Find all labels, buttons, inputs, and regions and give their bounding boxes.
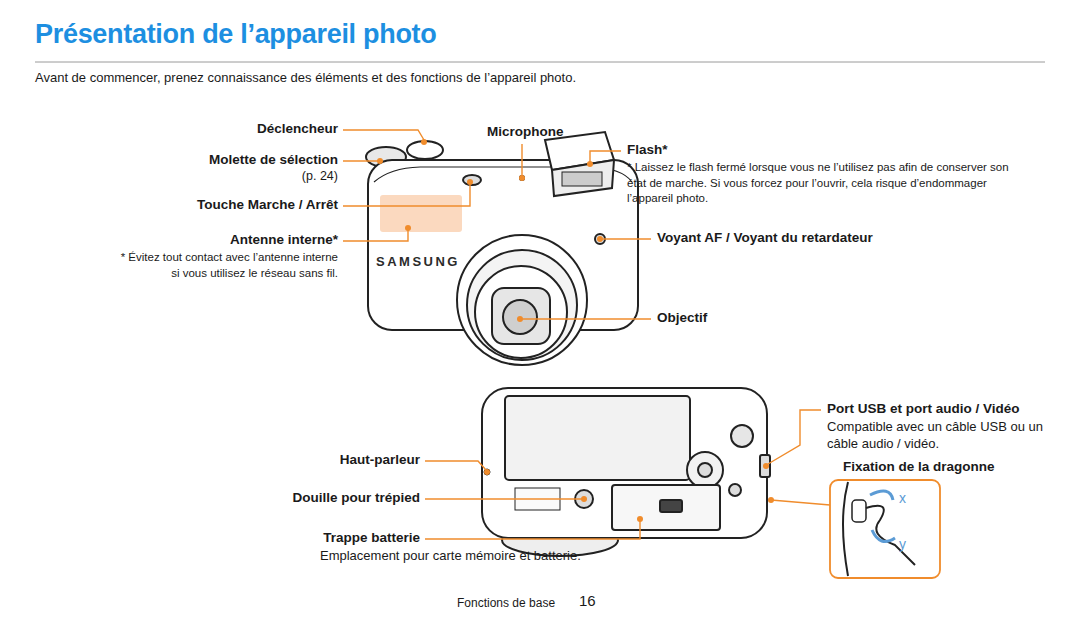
- page-number: 16: [579, 592, 596, 611]
- leader-dot: [581, 496, 587, 502]
- part-name: Fixation de la dragonne: [843, 459, 995, 476]
- leader-dot: [637, 516, 643, 522]
- part-name: Port USB et port audio / Vidéo: [827, 401, 1020, 418]
- part-name: Molette de sélection: [209, 152, 338, 169]
- power-button: [463, 175, 481, 185]
- lens-glass: [503, 300, 537, 334]
- antenna-area: [380, 195, 462, 232]
- camera-body: [482, 388, 767, 538]
- dial: [731, 425, 753, 447]
- leader-dots: [377, 139, 774, 522]
- lens-shutter: [492, 288, 550, 344]
- leader-line: [523, 318, 651, 319]
- leader-line: [343, 160, 378, 161]
- battery-door: [612, 485, 720, 530]
- part-name: Douille pour trépied: [292, 490, 420, 507]
- leader-dot: [519, 175, 525, 181]
- part-name: Objectif: [657, 310, 707, 327]
- footnote: * Évitez tout contact avec l’antenne int…: [113, 250, 338, 281]
- lens-barrel-inner: [475, 266, 567, 358]
- arrow-x: [870, 491, 893, 500]
- footnote: * Laissez le flash fermé lorsque vous ne…: [627, 160, 1017, 207]
- part-name: Touche Marche / Arrêt: [197, 197, 338, 214]
- leader-dot: [768, 497, 774, 503]
- leader-dot: [517, 316, 523, 322]
- leader-line: [425, 498, 581, 499]
- speaker: [484, 469, 490, 475]
- leader-line: [425, 521, 640, 539]
- leader-line: [343, 230, 408, 241]
- leader-line: [521, 144, 522, 176]
- page-title: Présentation de l’appareil photo: [35, 18, 436, 52]
- button: [729, 484, 741, 496]
- leader-lines: [343, 130, 830, 539]
- part-name: Microphone: [487, 124, 564, 141]
- camera-back: [482, 388, 770, 556]
- lens-ring: [457, 235, 587, 365]
- strap-loop: [866, 506, 915, 565]
- leader-dot: [421, 139, 427, 145]
- part-name: Déclencheur: [257, 121, 338, 138]
- leader-line: [343, 185, 470, 206]
- leader-line: [425, 461, 486, 470]
- step-letter: x: [899, 490, 906, 508]
- door-latch: [660, 500, 682, 512]
- part-name: Antenne interne*: [230, 232, 338, 249]
- strap-inset: [830, 480, 940, 578]
- step-letter: y: [899, 536, 906, 554]
- leader-dot: [484, 469, 490, 475]
- flash-window: [562, 172, 602, 186]
- flash-front: [552, 160, 614, 196]
- part-name: Trappe batterie: [323, 530, 420, 547]
- leader-line: [768, 410, 821, 464]
- leader-dot: [763, 463, 769, 469]
- leader-line: [590, 151, 621, 162]
- ok-button: [698, 463, 712, 477]
- leader-dot: [597, 236, 603, 242]
- leader-dot: [377, 158, 383, 164]
- brand-logo: SAMSUNG: [376, 254, 460, 270]
- nav-pad: [687, 452, 723, 488]
- usb-port: [760, 455, 770, 477]
- camera-front: [366, 132, 638, 365]
- leader-line: [603, 238, 651, 239]
- leader-line: [771, 500, 830, 505]
- leader-line: [343, 130, 424, 140]
- section-name: Fonctions de base: [457, 596, 555, 611]
- part-name: Flash*: [627, 142, 668, 159]
- title-rule: [35, 62, 1045, 63]
- inset-frame: [830, 480, 940, 578]
- camera-edge: [843, 482, 848, 576]
- leader-dot: [405, 225, 411, 231]
- leader-dot: [587, 161, 593, 167]
- leader-dot: [467, 179, 473, 185]
- part-name: Voyant AF / Voyant du retardateur: [657, 230, 873, 247]
- part-description: Emplacement pour carte mémoire et batter…: [320, 548, 581, 564]
- part-name: Haut-parleur: [340, 452, 420, 469]
- screen: [505, 396, 690, 480]
- strap-eyelet: [852, 500, 866, 522]
- intro-text: Avant de commencer, prenez connaissance …: [35, 70, 576, 86]
- arrow-y: [872, 530, 895, 542]
- microphone-hole: [520, 176, 524, 180]
- page-reference: (p. 24): [302, 169, 338, 185]
- lens-barrel: [467, 250, 577, 360]
- part-description: Compatible avec un câble USB ou un câble…: [827, 419, 1045, 453]
